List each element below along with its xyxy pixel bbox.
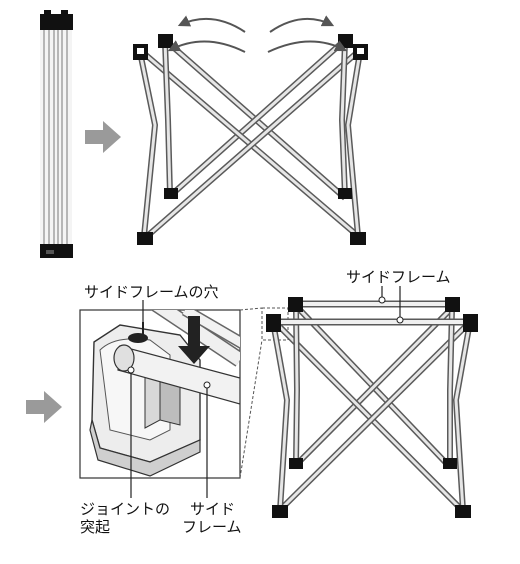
- rotate-arrow-left-icon: [177, 15, 246, 33]
- joint-protrusion-label-line2: 突起: [80, 518, 111, 536]
- side-frame-bottom-label-line2: フレーム: [182, 518, 242, 536]
- rotate-arrow-right-lower-icon: [267, 40, 348, 53]
- joint-detail-inset: [79, 300, 289, 498]
- side-frame-hole-label: サイドフレームの穴: [84, 283, 219, 301]
- unfolding-frame: [133, 15, 368, 245]
- insert-arrow-icon: [178, 316, 210, 364]
- side-frame-top-label: サイドフレーム: [346, 268, 451, 286]
- assembled-frame: [266, 286, 478, 518]
- folded-frame: [40, 10, 73, 258]
- joint-protrusion-label-line1: ジョイントの: [80, 500, 171, 518]
- rotate-arrow-right-icon: [269, 15, 335, 33]
- step-arrow-1: [85, 121, 121, 153]
- rotate-arrow-left-lower-icon: [167, 40, 246, 53]
- step-arrow-2: [26, 391, 62, 423]
- side-frame-bottom-label-line1: サイド: [190, 500, 236, 518]
